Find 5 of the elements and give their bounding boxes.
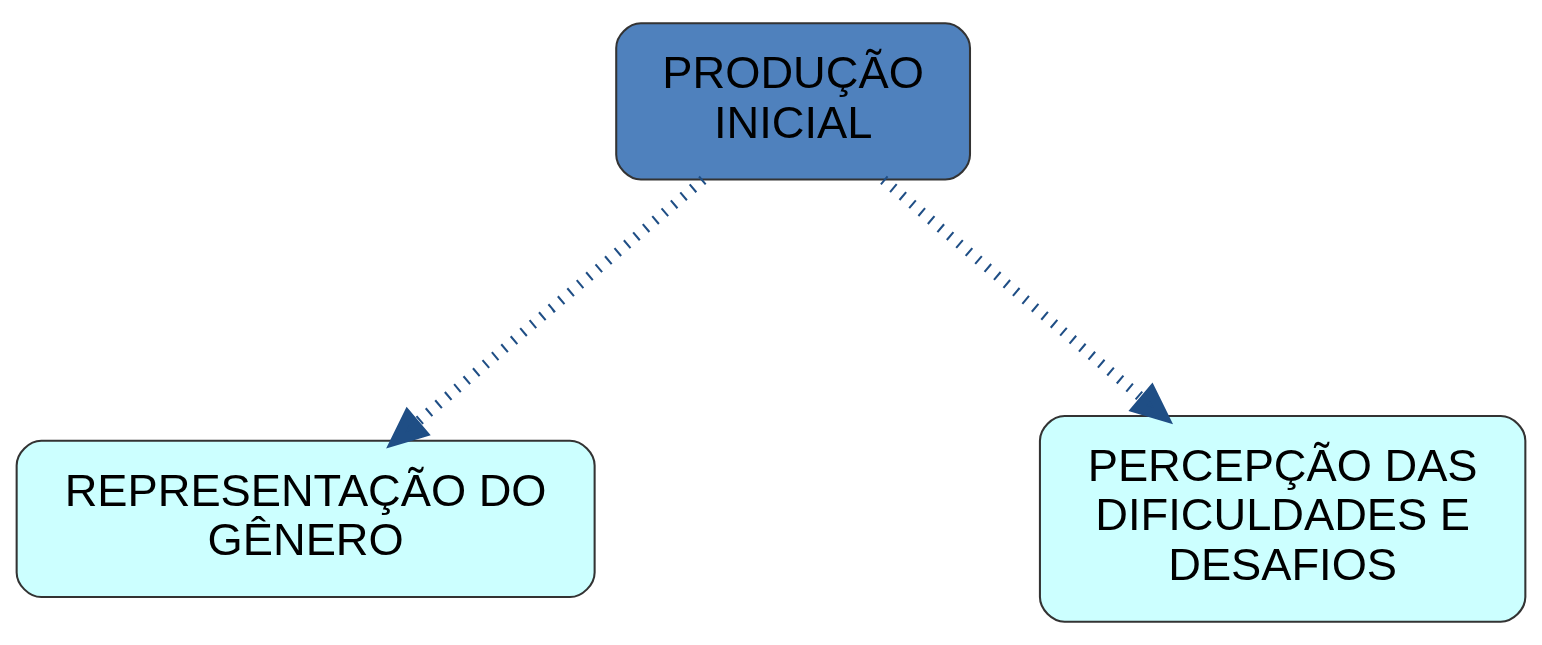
node-box: PERCEPÇÃO DAS DIFICULDADES E DESAFIOS bbox=[1038, 415, 1527, 623]
arrow bbox=[880, 175, 1174, 425]
node-box: PRODUÇÃO INICIAL bbox=[615, 22, 972, 181]
arrow bbox=[386, 175, 707, 449]
node-box: REPRESENTAÇÃO DO GÊNERO bbox=[15, 439, 596, 599]
